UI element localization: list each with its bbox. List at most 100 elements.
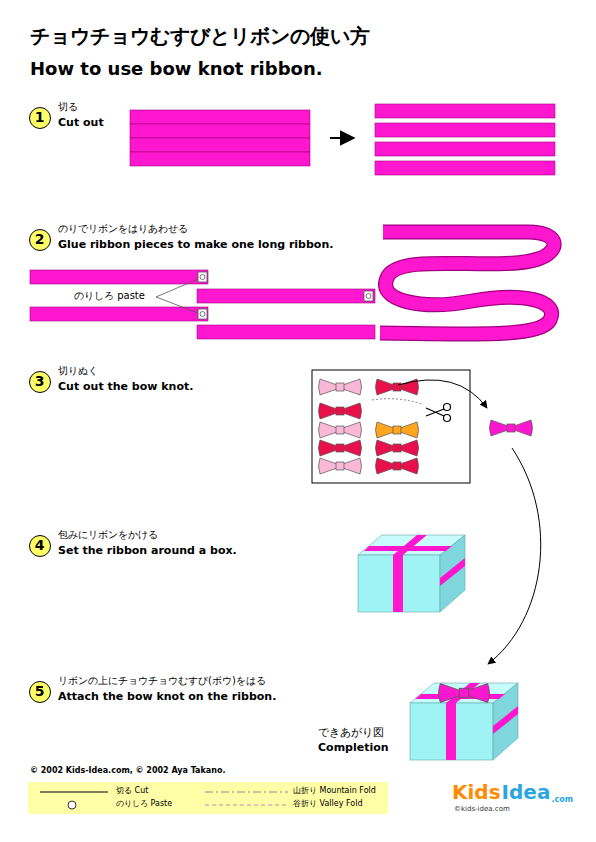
step-text-ja: 切りぬく xyxy=(58,365,98,377)
step-circle: 2のりでリボンをはりあわせるGlue ribbon pieces to make… xyxy=(29,229,51,251)
step-text-ja: 切る xyxy=(58,101,78,113)
step-text-ja: のりでリボンをはりあわせる xyxy=(58,223,188,235)
drawing-part xyxy=(444,404,451,411)
drawing-part xyxy=(444,415,451,422)
completion-label: Completion xyxy=(318,741,389,754)
valley-fold-sample xyxy=(205,805,288,806)
gift-box xyxy=(358,535,465,612)
drawing-part xyxy=(426,408,444,416)
drawing-part xyxy=(375,104,555,118)
drawing-part xyxy=(426,409,444,416)
drawing-part xyxy=(319,458,362,474)
drawing-part xyxy=(319,403,362,419)
drawing-part xyxy=(156,279,198,297)
leader-line xyxy=(156,279,198,313)
copyright: © 2002 Kids-Idea.com, © 2002 Aya Takano. xyxy=(30,766,225,776)
legend-panel xyxy=(28,782,388,814)
drawing-part xyxy=(30,307,208,321)
completion-label: できあがり図 xyxy=(318,726,384,739)
ribbon-sheet xyxy=(130,110,310,166)
drawing-part xyxy=(415,683,518,760)
step-text-en: Glue ribbon pieces to make one long ribb… xyxy=(58,238,333,251)
drawing-part xyxy=(156,297,198,313)
arrow xyxy=(330,137,354,139)
legend-text: 山折り Mountain Fold xyxy=(293,786,376,796)
drawing-part xyxy=(130,138,310,152)
step-circle: 3切りぬくCut out the bow knot. xyxy=(29,371,51,393)
legend-text: のりしろ Paste xyxy=(116,799,172,809)
drawing-part xyxy=(410,703,493,760)
drawing-part xyxy=(200,312,205,317)
drawing-part xyxy=(393,555,403,612)
drawing-part xyxy=(375,161,555,175)
cut-line-sample xyxy=(40,792,108,793)
drawing-part xyxy=(493,706,518,734)
long-ribbon xyxy=(380,232,554,334)
step-number: 4 xyxy=(30,536,49,555)
drawing-part xyxy=(198,309,207,319)
step-text-en: Set the ribbon around a box. xyxy=(58,544,237,557)
drawing-part xyxy=(364,291,373,301)
paste-label: のりしろ paste xyxy=(74,290,145,302)
drawing-part xyxy=(375,142,555,156)
drawing-part xyxy=(130,152,310,166)
drawing-part xyxy=(30,270,208,284)
step-text-en: Cut out the bow knot. xyxy=(58,380,193,393)
drawing-part xyxy=(393,535,427,555)
cut-line xyxy=(372,399,422,404)
drawing-part xyxy=(200,275,205,280)
drawing-part xyxy=(364,535,465,612)
bow-knot xyxy=(490,420,533,436)
drawing-part xyxy=(376,440,419,456)
drawing-part xyxy=(364,546,452,551)
drawing-part xyxy=(319,440,362,456)
drawing-part xyxy=(446,703,456,760)
step-text-en: Cut out xyxy=(58,116,104,129)
drawing-part xyxy=(319,379,362,395)
drawing-part xyxy=(380,232,554,334)
scissors xyxy=(426,404,451,422)
bow-sheet xyxy=(312,370,470,483)
ribbon-strips xyxy=(375,104,555,175)
drawing-part xyxy=(198,272,207,282)
arrow xyxy=(398,380,487,408)
drawing-part xyxy=(366,294,371,299)
drawing-part xyxy=(376,458,419,474)
step-circle: 4包みにリボンをかけるSet the ribbon around a box. xyxy=(29,535,51,557)
drawing-part xyxy=(380,232,554,334)
step-text-ja: 包みにリボンをかける xyxy=(58,529,158,541)
arrow xyxy=(488,448,541,664)
step-circle: 1切るCut out xyxy=(29,107,51,129)
subtitle: How to use bow knot ribbon. xyxy=(30,58,323,80)
drawing-part xyxy=(130,124,310,138)
logo: .com xyxy=(551,795,573,805)
drawing-part xyxy=(440,558,465,586)
paste-mark xyxy=(198,272,373,319)
step-text-ja: リボンの上にチョウチョウむすび(ボウ)をはる xyxy=(58,675,266,687)
step-circle: 5リボンの上にチョウチョウむすび(ボウ)をはるAttach the bow kn… xyxy=(29,681,51,703)
mountain-fold-sample xyxy=(205,792,288,793)
drawing-part xyxy=(197,289,375,303)
drawing-part xyxy=(358,555,440,612)
step-number: 3 xyxy=(30,372,49,391)
drawing-part xyxy=(197,325,375,339)
paste-sample xyxy=(68,801,76,809)
logo: Idea xyxy=(502,780,551,804)
logo-url: ©kids-idea.com xyxy=(454,805,510,813)
step-text-en: Attach the bow knot on the ribbon. xyxy=(58,690,276,703)
drawing-part xyxy=(130,110,310,124)
bow-knot xyxy=(439,684,490,703)
bow-knot xyxy=(319,379,419,474)
step-number: 1 xyxy=(30,108,49,127)
step-number: 5 xyxy=(30,682,49,701)
title: チョウチョウむすびとリボンの使い方 xyxy=(30,24,370,48)
step-number: 2 xyxy=(30,230,49,249)
ribbon-pieces xyxy=(30,270,375,339)
drawing-part xyxy=(375,123,555,137)
drawing-part xyxy=(376,422,419,438)
legend-text: 谷折り Valley Fold xyxy=(293,799,362,809)
drawing-part xyxy=(319,422,362,438)
logo: Kids xyxy=(452,780,501,804)
legend-text: 切る Cut xyxy=(116,786,148,796)
